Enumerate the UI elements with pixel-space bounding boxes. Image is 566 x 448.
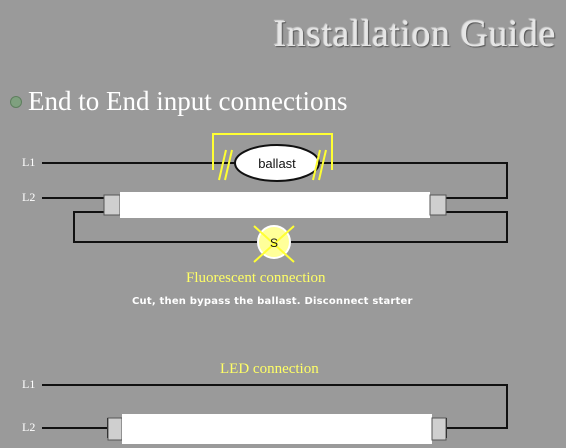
led-l2-label: L2: [22, 420, 36, 434]
ballast-label: ballast: [258, 156, 296, 171]
tube-end-cap-right: [429, 194, 447, 216]
fluorescent-tube: [103, 192, 447, 218]
fluorescent-l2-label: L2: [22, 190, 36, 204]
tube-body: [120, 192, 430, 218]
led-l1-wire: [42, 384, 508, 429]
page-title: Installation Guide: [273, 13, 556, 55]
ballast: [234, 144, 320, 182]
l1-wire-right: [318, 162, 508, 199]
led-l1-label: L1: [22, 377, 36, 391]
fluorescent-wiring: [42, 162, 508, 243]
bypass-wire: [212, 133, 333, 170]
round-bullet-icon: [10, 95, 22, 108]
led-end-cap-left: [107, 417, 123, 441]
x-cross-icon: [253, 225, 295, 263]
starter-label: S: [270, 236, 278, 250]
double-slash-cut-icon: [218, 149, 327, 181]
starter-wire-left: [73, 211, 258, 243]
subtitle-text: End to End input connections: [28, 86, 348, 116]
led-caption: LED connection: [220, 361, 319, 377]
fluorescent-l1-label: L1: [22, 155, 36, 169]
section-subtitle: End to End input connections: [10, 86, 347, 117]
starter-wire-right: [290, 211, 508, 243]
fluorescent-caption: Fluorescent connection: [186, 270, 326, 286]
tube-end-cap-left: [103, 194, 121, 216]
led-tube-body: [122, 414, 432, 444]
led-end-cap-right: [431, 417, 447, 441]
instruction-note: Cut, then bypass the ballast. Disconnect…: [132, 296, 413, 307]
led-tube: [107, 414, 447, 444]
